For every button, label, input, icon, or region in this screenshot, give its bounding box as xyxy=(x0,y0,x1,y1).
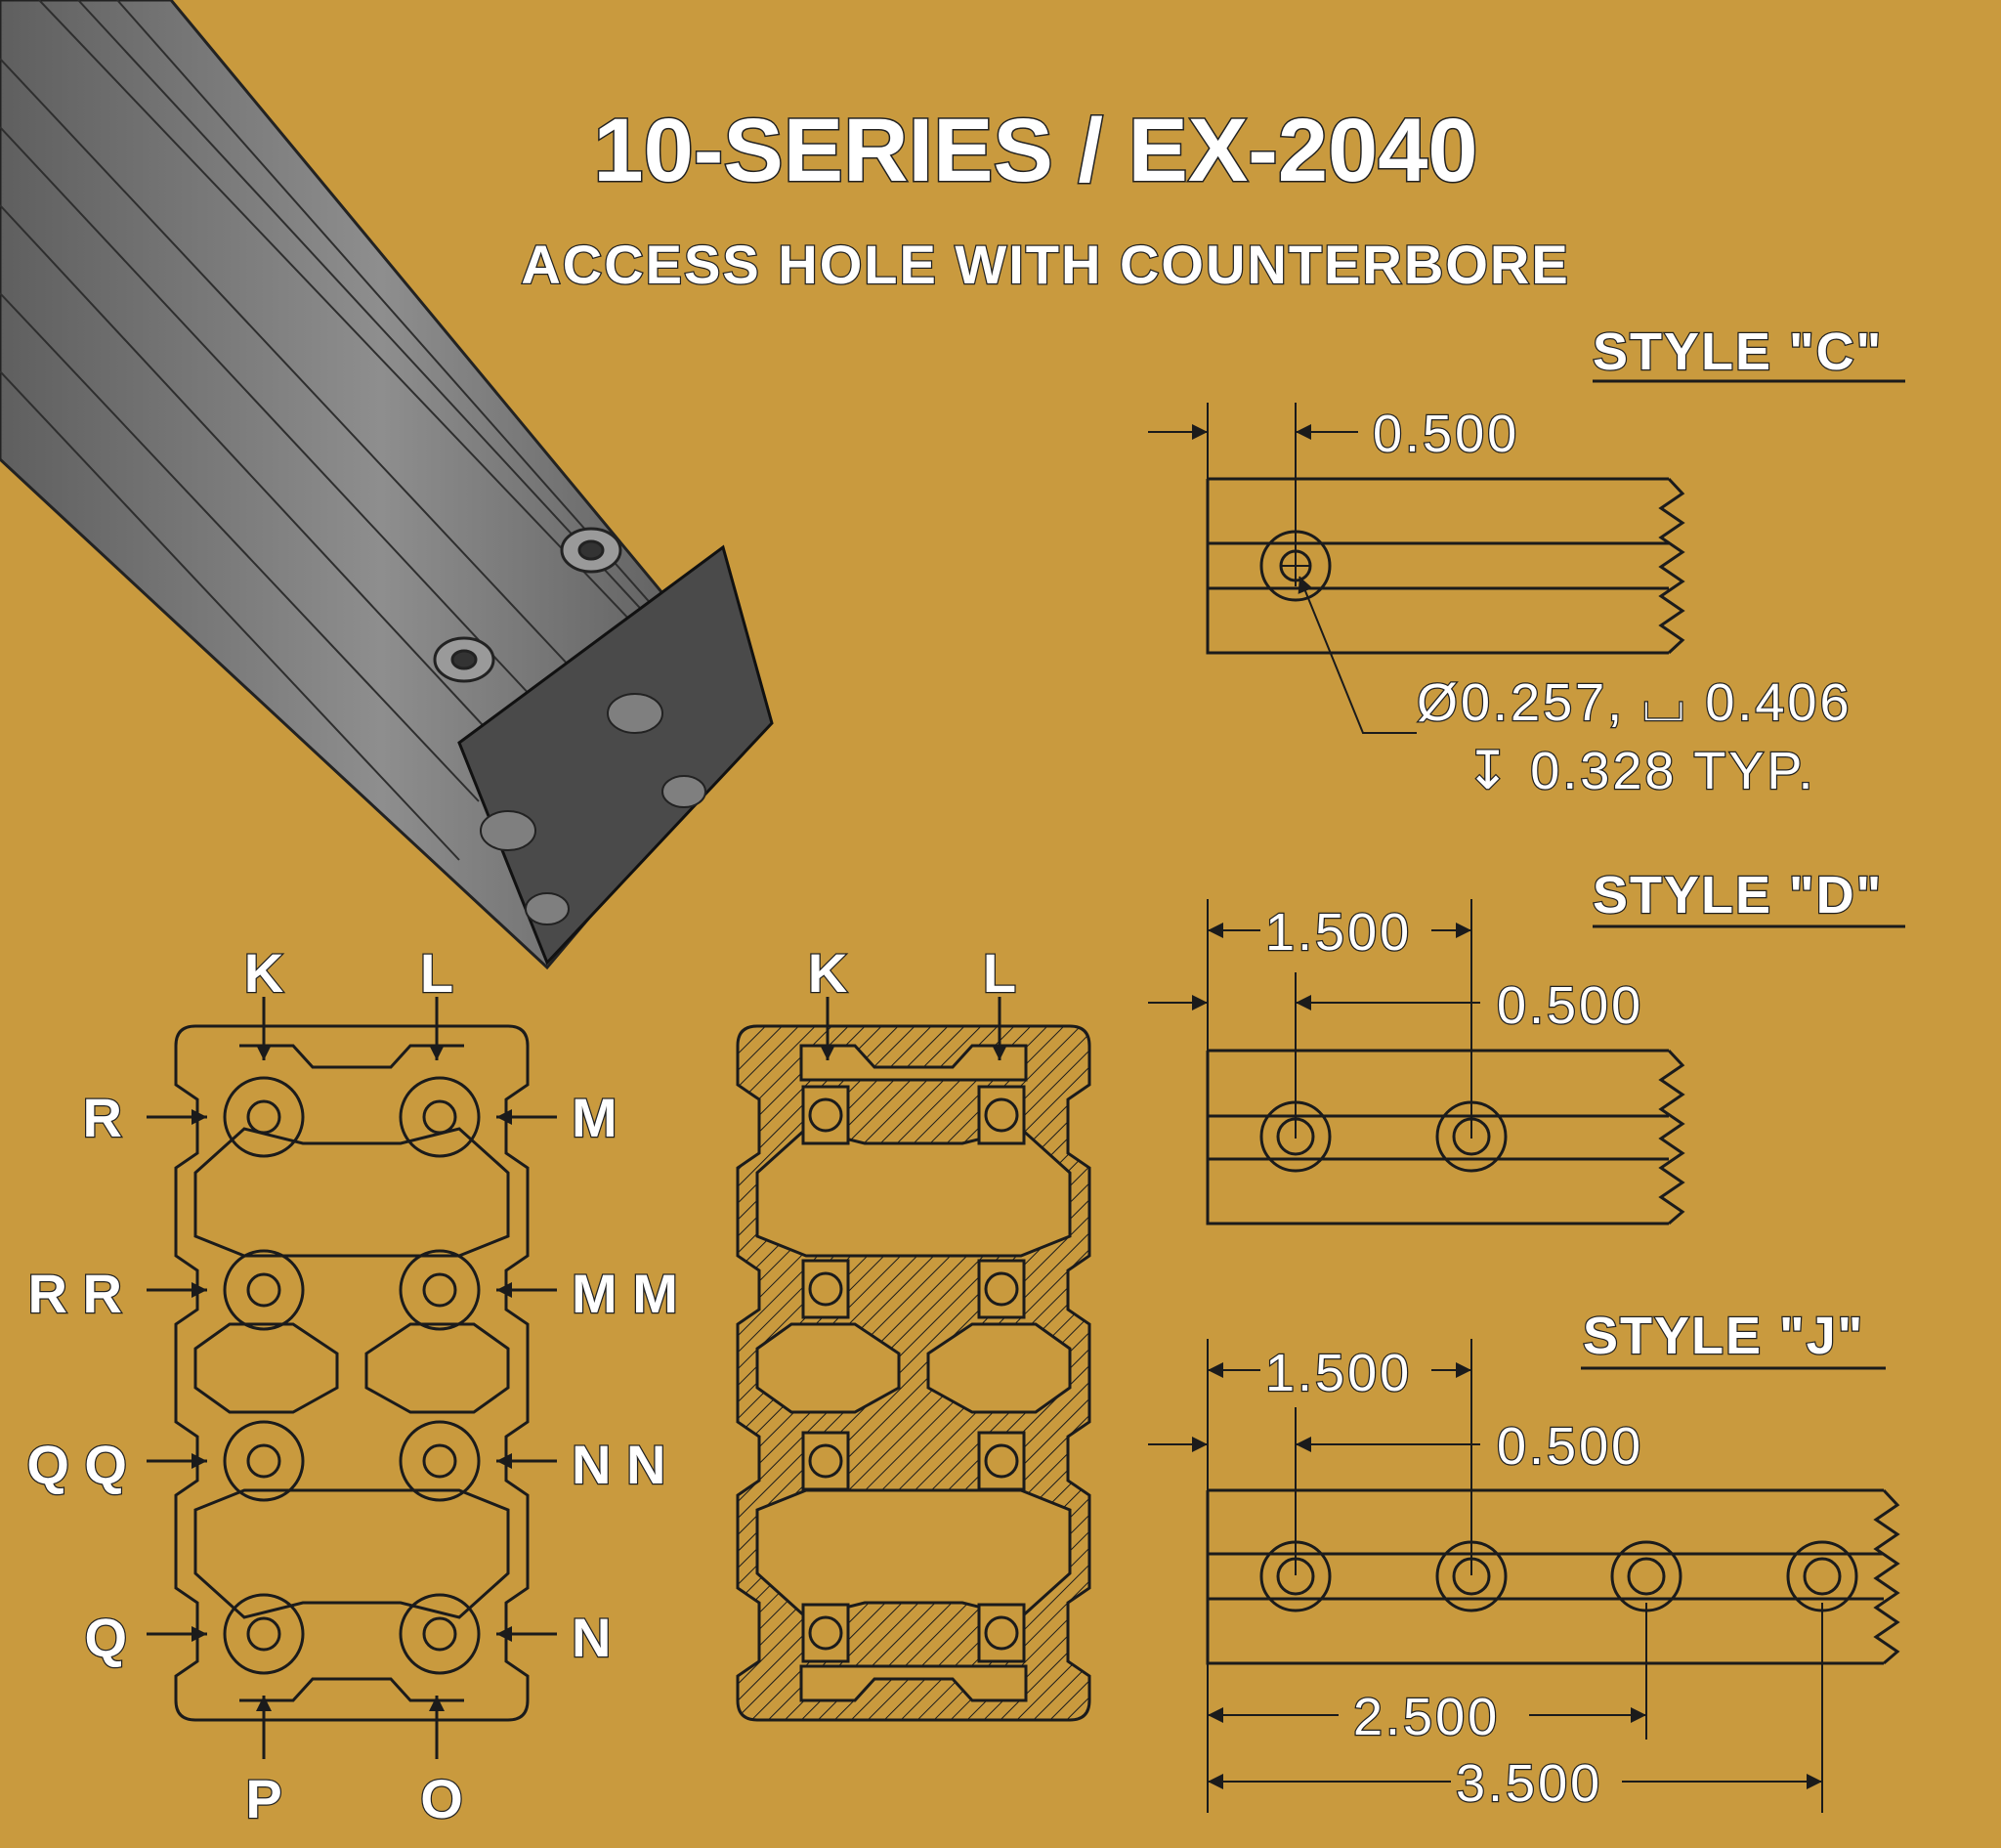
counterbore-holes-3d xyxy=(433,527,622,683)
style-j-offset-dim: 0.500 xyxy=(1497,1417,1643,1476)
label-m: M xyxy=(572,1087,617,1148)
extrusion-3d-render xyxy=(0,0,774,970)
page-title: 10-SERIES / EX-2040 xyxy=(593,101,1477,200)
profile-section-view: K L xyxy=(736,941,1091,1722)
style-d-drawing: STYLE "D" 1.500 0.500 xyxy=(1148,865,1905,1225)
profile-outline-view: K L R R R Q Q Q M M M N N N P O xyxy=(25,941,679,1831)
section-label-l: L xyxy=(983,942,1016,1004)
label-n: N xyxy=(572,1607,611,1668)
style-c-label: STYLE "C" xyxy=(1593,322,1883,381)
style-d-spacing-dim: 1.500 xyxy=(1265,903,1412,962)
style-j-drawing: STYLE "J" 1.500 0.500 2.500 3.500 xyxy=(1148,1306,1900,1814)
style-c-hole-callout: Ø0.257, ⌴ 0.406 xyxy=(1417,673,1852,732)
style-j-label: STYLE "J" xyxy=(1583,1307,1864,1365)
label-p: P xyxy=(245,1768,281,1829)
style-j-fourth-dim: 3.500 xyxy=(1456,1754,1602,1813)
style-j-third-dim: 2.500 xyxy=(1353,1688,1500,1746)
style-d-label: STYLE "D" xyxy=(1593,866,1883,924)
label-mm: M M xyxy=(572,1263,678,1324)
style-c-depth-callout: ↧ 0.328 TYP. xyxy=(1466,742,1815,800)
style-c-offset-dim: 0.500 xyxy=(1373,405,1519,463)
label-o: O xyxy=(420,1768,463,1829)
label-q: Q xyxy=(84,1607,127,1668)
label-r: R xyxy=(83,1087,122,1148)
style-j-spacing-dim: 1.500 xyxy=(1265,1344,1412,1402)
label-k: K xyxy=(244,942,283,1004)
page-subtitle: ACCESS HOLE WITH COUNTERBORE xyxy=(521,234,1569,295)
label-l: L xyxy=(420,942,453,1004)
label-qq: Q Q xyxy=(26,1434,127,1495)
section-label-k: K xyxy=(808,942,847,1004)
style-c-drawing: STYLE "C" 0.500 Ø0.257, ⌴ 0.406 ↧ 0.328 … xyxy=(1148,322,1905,801)
label-nn: N N xyxy=(572,1434,665,1495)
label-rr: R R xyxy=(28,1263,122,1324)
style-d-offset-dim: 0.500 xyxy=(1497,976,1643,1035)
